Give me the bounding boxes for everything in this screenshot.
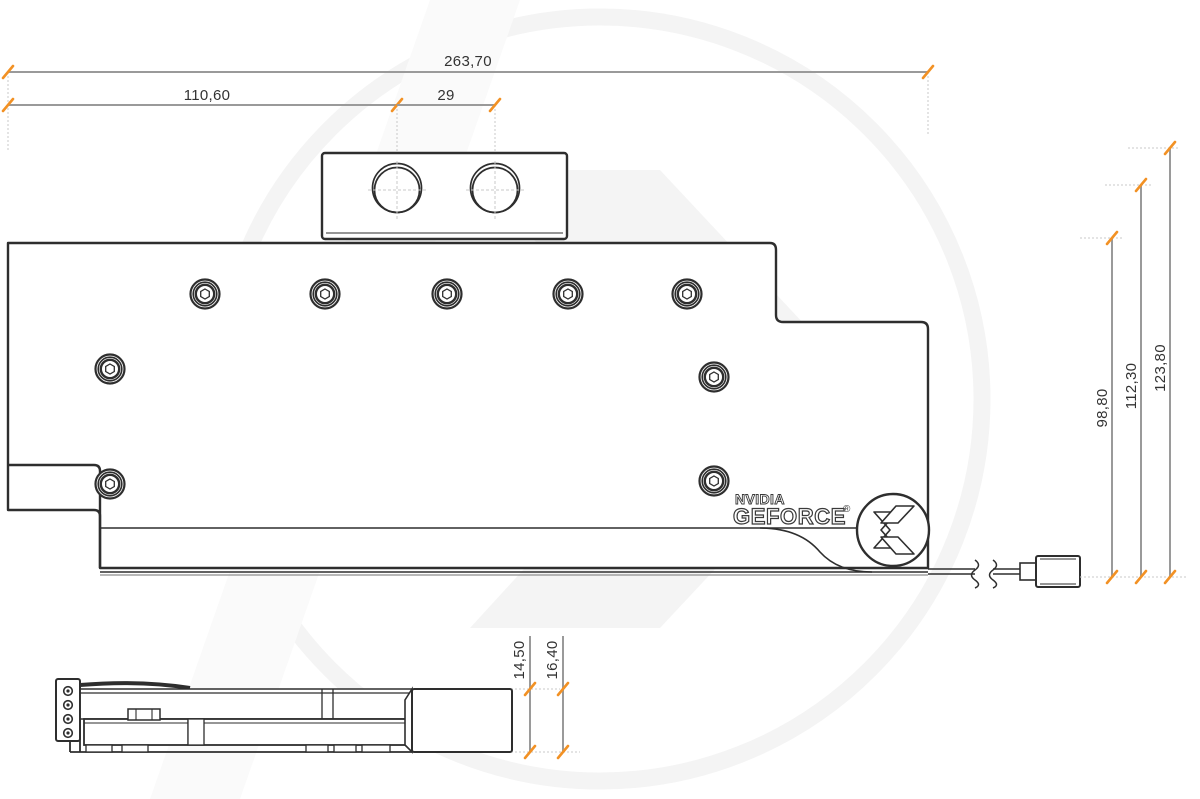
hex-socket-screw-icon [554, 280, 583, 309]
hex-socket-screw-icon [191, 280, 220, 309]
hex-socket-screw-icon [96, 470, 125, 499]
top-plan-view [6, 241, 930, 576]
block-left-notch [8, 463, 102, 568]
side-pad-5 [361, 744, 391, 753]
vertical-dimension-group: 98,80 112,30 123,80 [1080, 140, 1186, 585]
hex-socket-screw-icon [700, 467, 729, 496]
dimension-label-thickness-inner: 14,50 [511, 640, 528, 679]
pin-4-core [66, 731, 70, 735]
side-rib-block [187, 718, 205, 746]
terminal-block-body [320, 151, 569, 241]
dimension-label-overall-length: 263,70 [444, 53, 492, 70]
coolant-port-icon [466, 161, 524, 219]
side-bump-detail [127, 708, 161, 721]
dimension-label-height-upper: 123,80 [1152, 344, 1169, 392]
side-pad-4 [333, 744, 357, 753]
registered-mark: ® [843, 504, 851, 515]
pin-3-core [66, 717, 70, 721]
side-profile-view [55, 678, 513, 754]
hex-socket-screw-icon [96, 355, 125, 384]
pin-2-core [66, 703, 70, 707]
dimension-label-port-spacing: 29 [437, 87, 454, 104]
hex-socket-screw-icon [673, 280, 702, 309]
side-pad-2 [121, 744, 149, 753]
side-cable-tail [79, 681, 191, 690]
dimension-label-height-mid: 112,30 [1123, 363, 1140, 410]
geforce-wordmark: GEFORCE [733, 504, 846, 529]
hex-socket-screw-icon [700, 363, 729, 392]
nvidia-geforce-logo-icon: NVIDIA GEFORCE ® [732, 491, 851, 530]
connector-neck [1019, 562, 1037, 581]
side-pad-1 [85, 744, 113, 753]
horizontal-dimension-group: 263,70 110,60 29 [1, 53, 935, 172]
cable-break-symbol-icon [970, 559, 998, 589]
dimension-label-height-lower: 98,80 [1094, 388, 1111, 427]
nvidia-wordmark: NVIDIA [735, 491, 785, 507]
connector-body [1035, 555, 1081, 588]
badge-relief-curve [759, 527, 873, 573]
side-pad-3 [305, 744, 329, 753]
ek-logo-icon [855, 492, 931, 568]
side-terminal-mass [411, 688, 513, 753]
4-pin-header [55, 678, 81, 742]
dimension-label-length-to-port-group: 110,60 [184, 87, 231, 104]
rgb-cable-connector [928, 555, 1081, 589]
terminal-block [320, 151, 569, 241]
coolant-port-icon [368, 161, 426, 219]
side-chamfer [404, 686, 413, 754]
dimension-label-thickness-outer: 16,40 [544, 640, 561, 679]
hex-socket-screw-icon [433, 280, 462, 309]
pin-1-core [66, 689, 70, 693]
hex-socket-screw-icon [311, 280, 340, 309]
